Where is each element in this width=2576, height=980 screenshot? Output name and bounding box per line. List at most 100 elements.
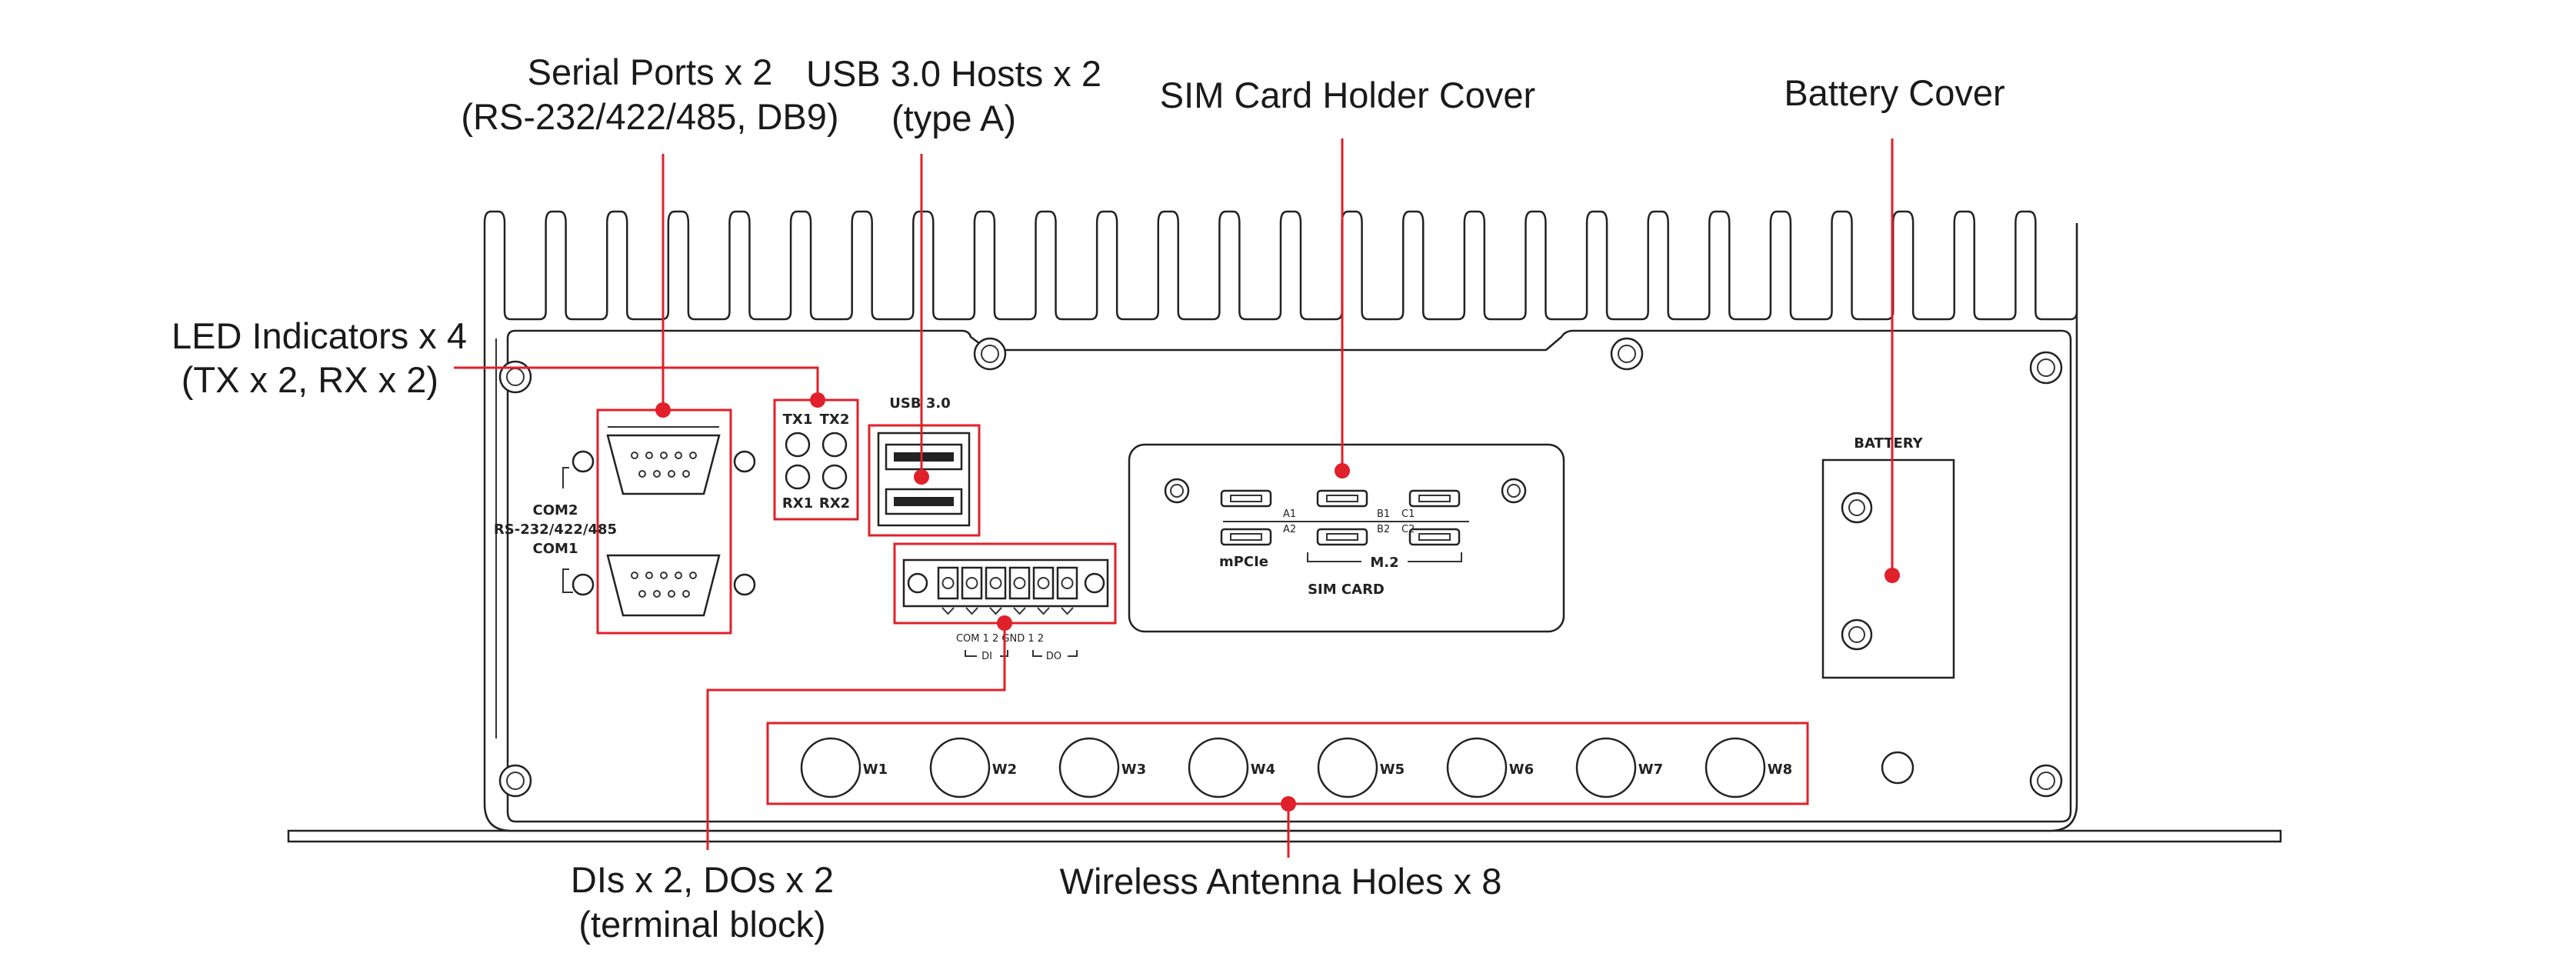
tx2-label: TX2: [820, 412, 850, 428]
sim-slot: [1316, 489, 1368, 508]
antenna-label: W1: [863, 762, 888, 778]
db9-pin: [682, 590, 690, 598]
terminal-pin: [1032, 566, 1055, 615]
panel-screw: [2029, 351, 2063, 385]
slot-a2-label: A2: [1283, 524, 1296, 535]
db9-pin: [689, 572, 697, 579]
sim-card-label: SIM CARD: [1308, 582, 1385, 598]
db9-pin: [660, 452, 668, 459]
db9-pin: [668, 470, 675, 478]
db9-pin: [631, 452, 638, 459]
db9-pin: [645, 572, 653, 579]
com2-label: COM2: [533, 502, 578, 518]
m2-label: M.2: [1370, 555, 1398, 571]
db9-pin: [660, 572, 668, 579]
antenna-label: W6: [1509, 762, 1534, 778]
terminal-pin-labels: COM 1 2 GND 1 2: [956, 633, 1044, 645]
usb-hosts-callout: USB 3.0 Hosts x 2: [806, 53, 1101, 94]
rx2-label: RX2: [819, 495, 850, 512]
antenna-hole-w6: W6: [1446, 737, 1534, 798]
db9-pin: [689, 452, 697, 459]
db9-pin: [682, 470, 690, 478]
battery-cover-callout: Battery Cover: [1784, 72, 2004, 113]
heatsink-fins: [483, 210, 2078, 321]
slot-b2-label: B2: [1377, 524, 1390, 535]
mpcie-label: mPCIe: [1219, 554, 1268, 570]
com1-label: COM1: [533, 541, 578, 557]
com2-screw: [733, 450, 756, 473]
sim-card-cover: mPCIe M.2 SIM CARD A1 A2 B1 B2 C1 C2: [1128, 443, 1565, 633]
db9-pin: [675, 452, 682, 459]
serial-ports-callout-detail: (RS-232/422/485, DB9): [461, 96, 838, 137]
antenna-label: W3: [1121, 762, 1146, 778]
antenna-hole-w4: W4: [1188, 737, 1275, 798]
db9-com1: [606, 554, 721, 617]
antenna-label: W7: [1638, 762, 1663, 778]
db9-com2: [606, 426, 721, 495]
slot-c2-label: C2: [1401, 524, 1415, 535]
dio-callout-detail: (terminal block): [578, 904, 825, 945]
reset-hole: [1881, 751, 1915, 785]
panel-screw: [498, 360, 532, 394]
tx1-label: TX1: [783, 412, 813, 428]
led-rx2: [821, 464, 848, 490]
sim-cover-callout: SIM Card Holder Cover: [1160, 75, 1535, 115]
sim-slot: [1220, 489, 1272, 508]
fin-outline: [483, 210, 2078, 321]
panel-screws: [498, 337, 2063, 798]
db9-pin: [631, 572, 638, 579]
antenna-label: W5: [1380, 762, 1405, 778]
rx1-label: RX1: [782, 495, 813, 512]
led-tx2: [821, 432, 848, 458]
di-label: DI: [981, 651, 992, 662]
led-rx1: [785, 464, 811, 490]
db9-pin: [675, 572, 682, 579]
serial-ports: COM2 RS-232/422/485 COM1: [494, 408, 756, 635]
com1-screw: [572, 573, 595, 596]
com1-screw: [733, 573, 756, 596]
sim-slot: [1408, 528, 1461, 546]
antenna-hole-w2: W2: [929, 737, 1017, 798]
slot-b1-label: B1: [1377, 508, 1390, 520]
terminal-pin: [937, 566, 959, 615]
do-label: DO: [1046, 651, 1061, 662]
sim-slot: [1316, 528, 1368, 546]
db9-pin: [638, 590, 646, 598]
battery-cover: BATTERY: [1821, 435, 1955, 679]
db9-pin: [645, 452, 653, 459]
serial-ports-callout: Serial Ports x 2: [528, 52, 773, 92]
db9-pin: [653, 470, 661, 478]
slot-c1-label: C1: [1401, 508, 1415, 520]
terminal-pin: [961, 566, 983, 615]
dio-callout: DIs x 2, DOs x 2: [571, 859, 834, 900]
antenna-hole-w3: W3: [1058, 737, 1146, 798]
panel-screw: [973, 337, 1007, 371]
panel-screw: [498, 764, 532, 798]
antenna-hole-w8: W8: [1705, 737, 1792, 798]
antenna-hole-w5: W5: [1317, 737, 1405, 798]
db9-pin: [638, 470, 646, 478]
antenna-hole-w7: W7: [1575, 737, 1663, 798]
callout-lines: [454, 138, 1900, 858]
terminal-pin: [1056, 566, 1078, 615]
usb-label: USB 3.0: [889, 395, 950, 412]
battery-label: BATTERY: [1854, 435, 1923, 452]
usb-ports: USB 3.0: [868, 395, 981, 537]
mounting-bracket: [287, 829, 2282, 843]
terminal-pin: [985, 566, 1007, 615]
antenna-hole-w1: W1: [800, 737, 888, 798]
antenna-label: W4: [1251, 762, 1275, 778]
usb-hosts-callout-detail: (type A): [891, 98, 1016, 138]
terminal-block: COM 1 2 GND 1 2 DI DO: [893, 542, 1117, 662]
led-tx1: [785, 432, 811, 458]
panel-screw: [2029, 764, 2063, 798]
led-indicators-callout-detail: (TX x 2, RX x 2): [182, 359, 438, 400]
antenna-label: W2: [992, 762, 1017, 778]
callout-labels: Serial Ports x 2 (RS-232/422/485, DB9) U…: [172, 52, 2005, 945]
slot-a1-label: A1: [1283, 508, 1296, 520]
rs-label: RS-232/422/485: [494, 522, 617, 538]
sim-slot: [1220, 528, 1272, 546]
antenna-holes-callout: Wireless Antenna Holes x 8: [1060, 861, 1502, 902]
sim-slot: [1408, 489, 1461, 508]
